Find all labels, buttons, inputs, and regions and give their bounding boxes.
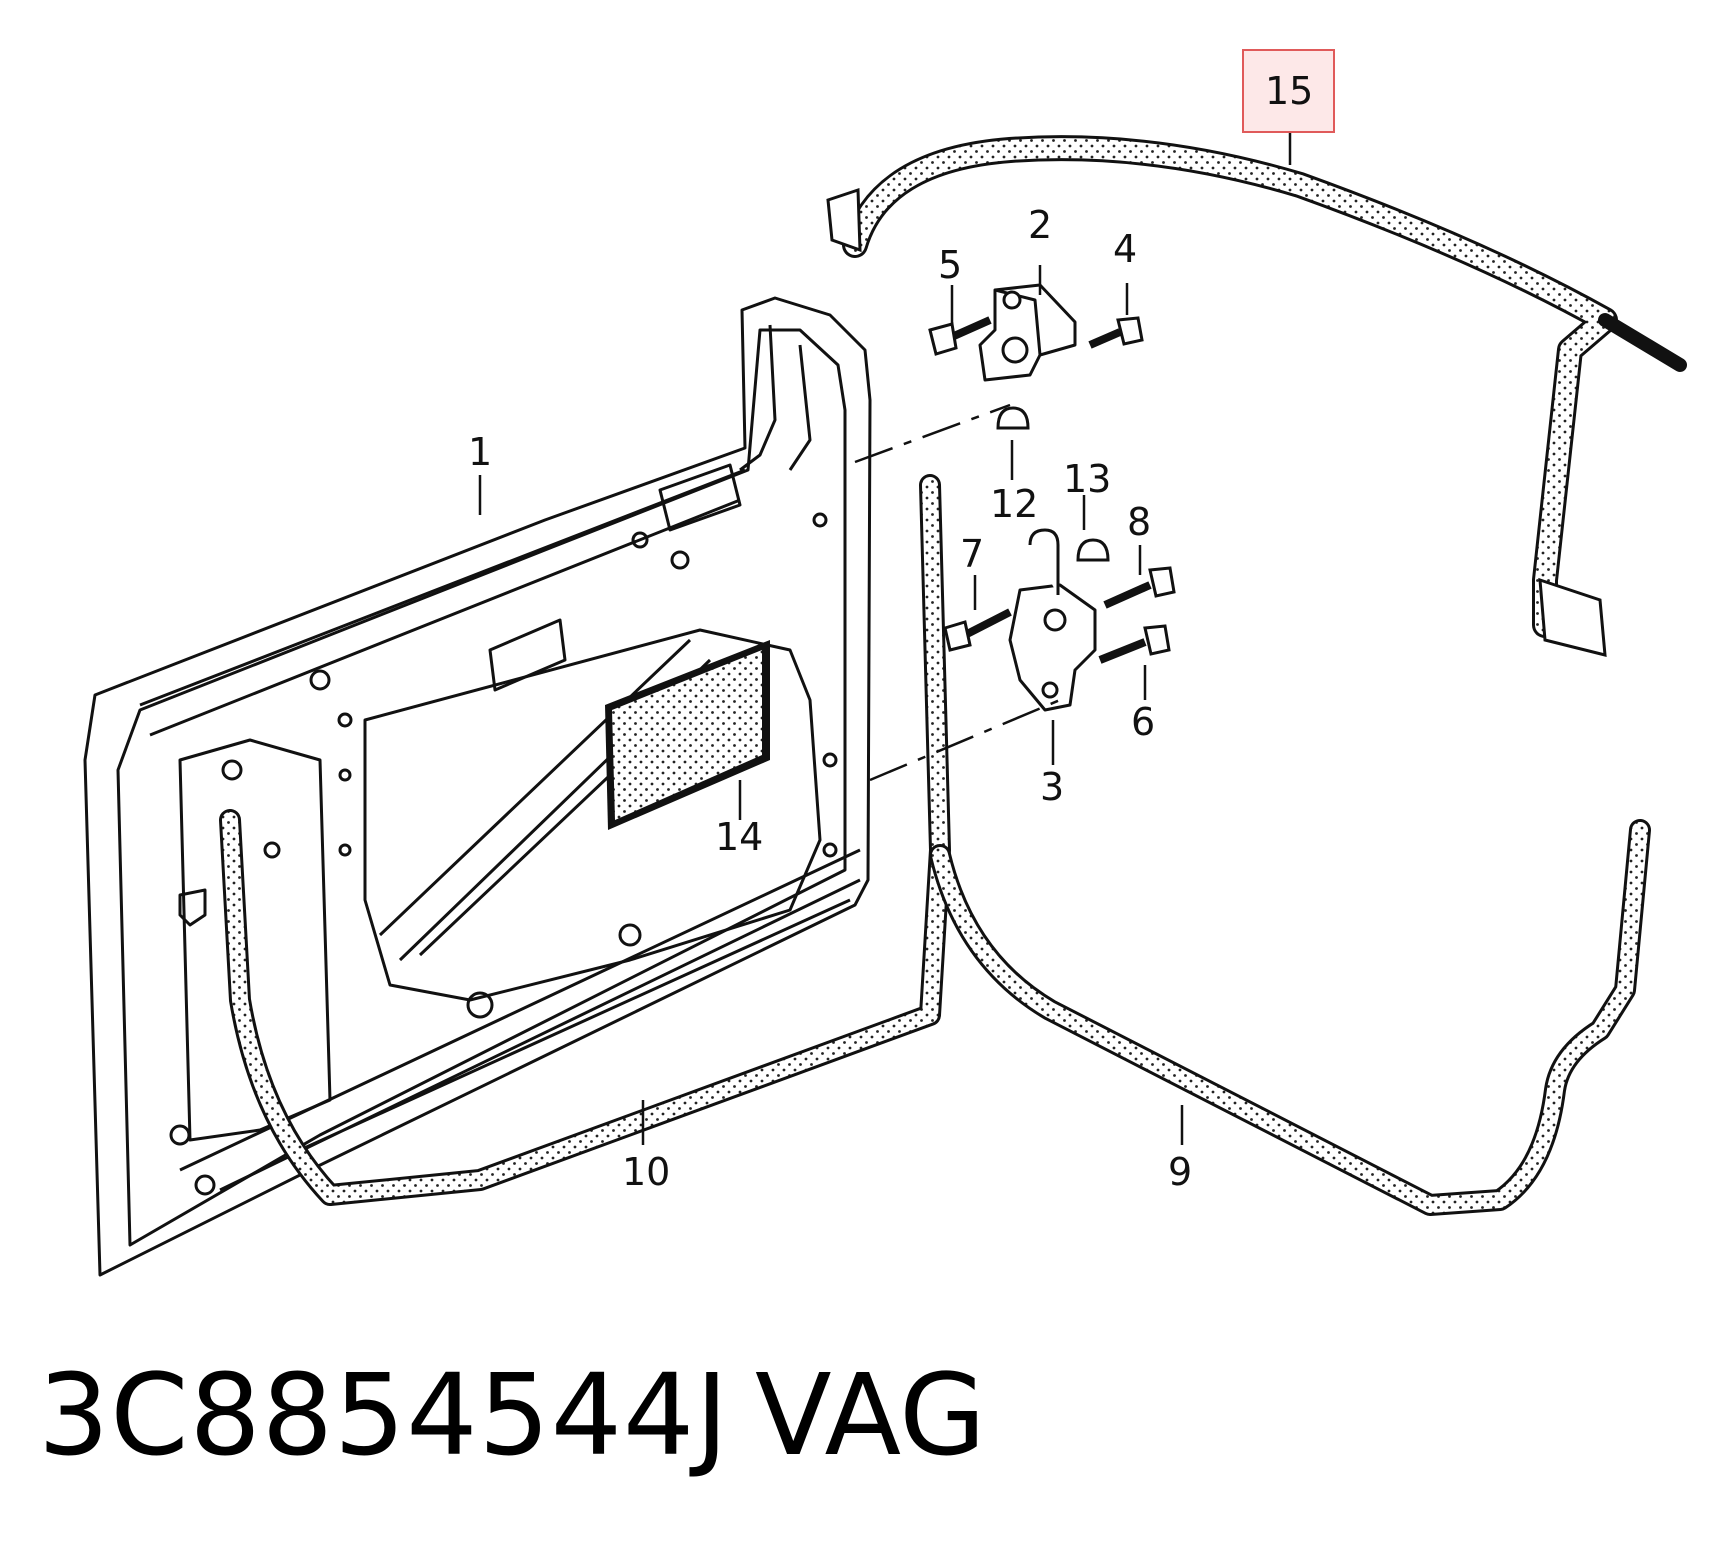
upper-door-hinge — [978, 283, 1077, 382]
callout-2: 2 — [1028, 203, 1052, 247]
callout-labels: 1 2 3 4 5 6 7 8 9 10 12 13 14 15 — [468, 49, 1335, 1194]
door-shell — [83, 296, 872, 1277]
callout-14: 14 — [715, 815, 763, 859]
callout-13: 13 — [1063, 457, 1111, 501]
hinge-bolt-7 — [943, 608, 1012, 652]
alignment-lines — [854, 403, 1061, 782]
callout-3: 3 — [1040, 765, 1064, 809]
hinge-bolt-5 — [928, 316, 992, 356]
hinge-cap-12 — [996, 406, 1030, 430]
callout-15[interactable]: 15 — [1265, 69, 1313, 113]
callout-5: 5 — [938, 243, 962, 287]
lower-door-hinge — [1008, 528, 1097, 712]
sound-deadening-pad — [605, 640, 770, 830]
callout-6: 6 — [1131, 700, 1155, 744]
callout-1: 1 — [468, 430, 492, 474]
callout-4: 4 — [1113, 227, 1137, 271]
callout-12: 12 — [990, 482, 1038, 526]
hinge-bolt-6 — [1098, 624, 1171, 664]
hinge-bolt-8 — [1103, 566, 1176, 609]
callout-8: 8 — [1127, 500, 1151, 544]
callout-9: 9 — [1168, 1150, 1192, 1194]
highlight-box-15 — [1242, 49, 1335, 133]
hinge-cap-13 — [1076, 538, 1110, 562]
callout-7: 7 — [960, 532, 984, 576]
part-number: 3C8854544J — [38, 1351, 730, 1481]
brand-name: VAG — [755, 1351, 986, 1481]
callout-10: 10 — [622, 1150, 670, 1194]
hinge-bolt-4 — [1088, 316, 1144, 349]
door-seal-strip — [219, 474, 951, 1206]
leader-lines — [478, 132, 1292, 1145]
